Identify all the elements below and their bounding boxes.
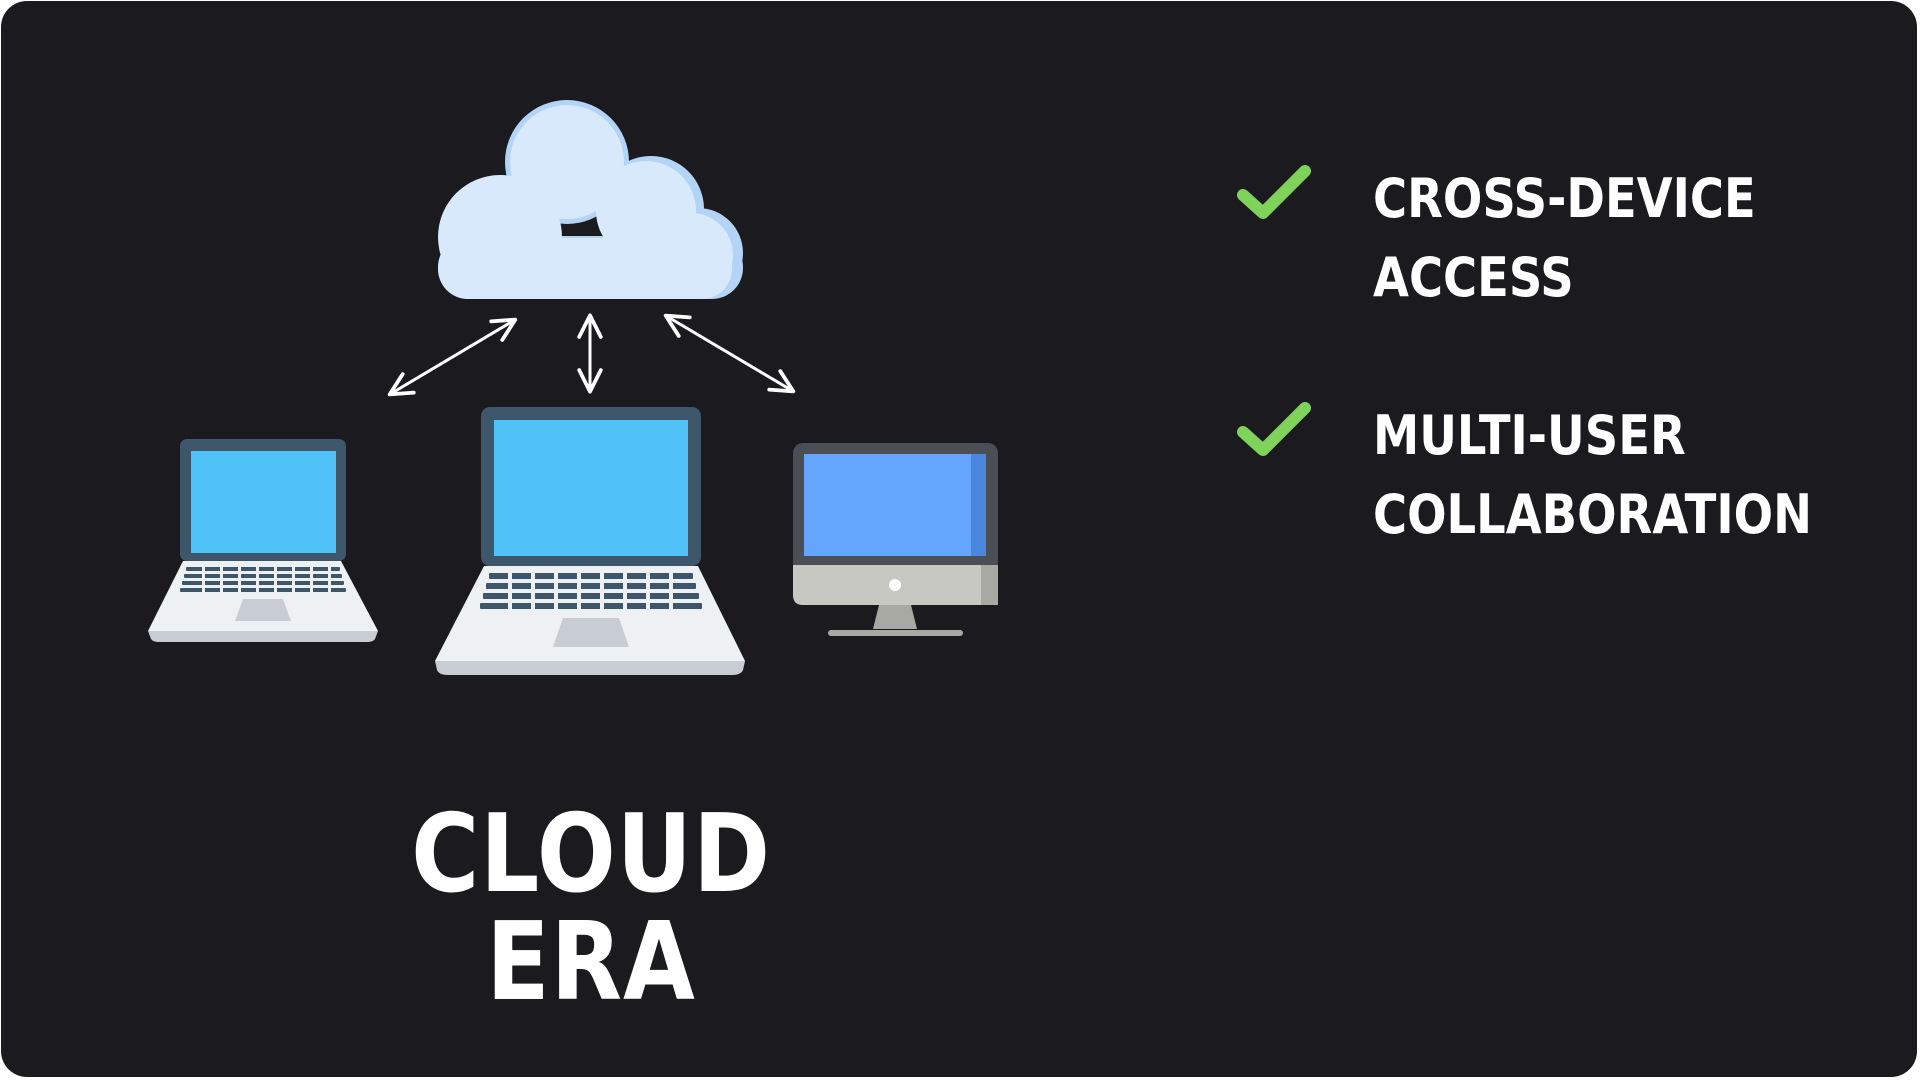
- feature-label: CROSS-DEVICE ACCESS: [1373, 159, 1756, 317]
- laptop-icon: [148, 439, 378, 642]
- feature-label-line: MULTI-USER: [1373, 404, 1686, 467]
- feature-label-line: COLLABORATION: [1373, 483, 1812, 546]
- feature-label-line: CROSS-DEVICE: [1373, 167, 1756, 230]
- bidirectional-arrow-icon: [387, 313, 796, 397]
- slide-title: CLOUD ERA: [411, 792, 771, 1025]
- feature-item-multi-user: MULTI-USER COLLABORATION: [1237, 396, 1883, 554]
- cloud-icon: [438, 100, 743, 299]
- check-icon: [1237, 402, 1311, 456]
- desktop-monitor-icon: [793, 443, 998, 636]
- laptop-icon: [435, 407, 745, 675]
- feature-item-cross-device: CROSS-DEVICE ACCESS: [1237, 159, 1818, 317]
- feature-label: MULTI-USER COLLABORATION: [1373, 396, 1812, 554]
- check-icon: [1237, 165, 1311, 219]
- feature-label-line: ACCESS: [1373, 246, 1574, 309]
